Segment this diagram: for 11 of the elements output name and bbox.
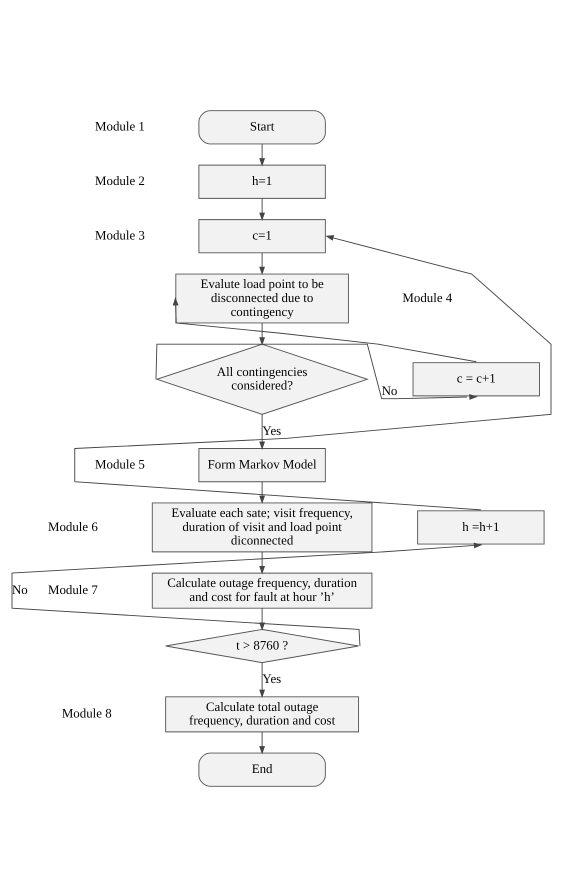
edge-label: Yes — [262, 422, 282, 438]
node-label: Module 8 — [62, 705, 112, 720]
edge-label: Yes — [262, 670, 282, 686]
node-label: Module 6 — [48, 518, 98, 534]
edge-label: No — [382, 382, 398, 398]
node-label: Module 5 — [95, 456, 145, 472]
node-label: Module 2 — [95, 172, 145, 188]
node-label: Module 3 — [95, 227, 145, 242]
label: Module 4 — [402, 289, 452, 304]
node-label: Module 7 — [48, 582, 98, 597]
node-label: Module 1 — [95, 118, 145, 134]
